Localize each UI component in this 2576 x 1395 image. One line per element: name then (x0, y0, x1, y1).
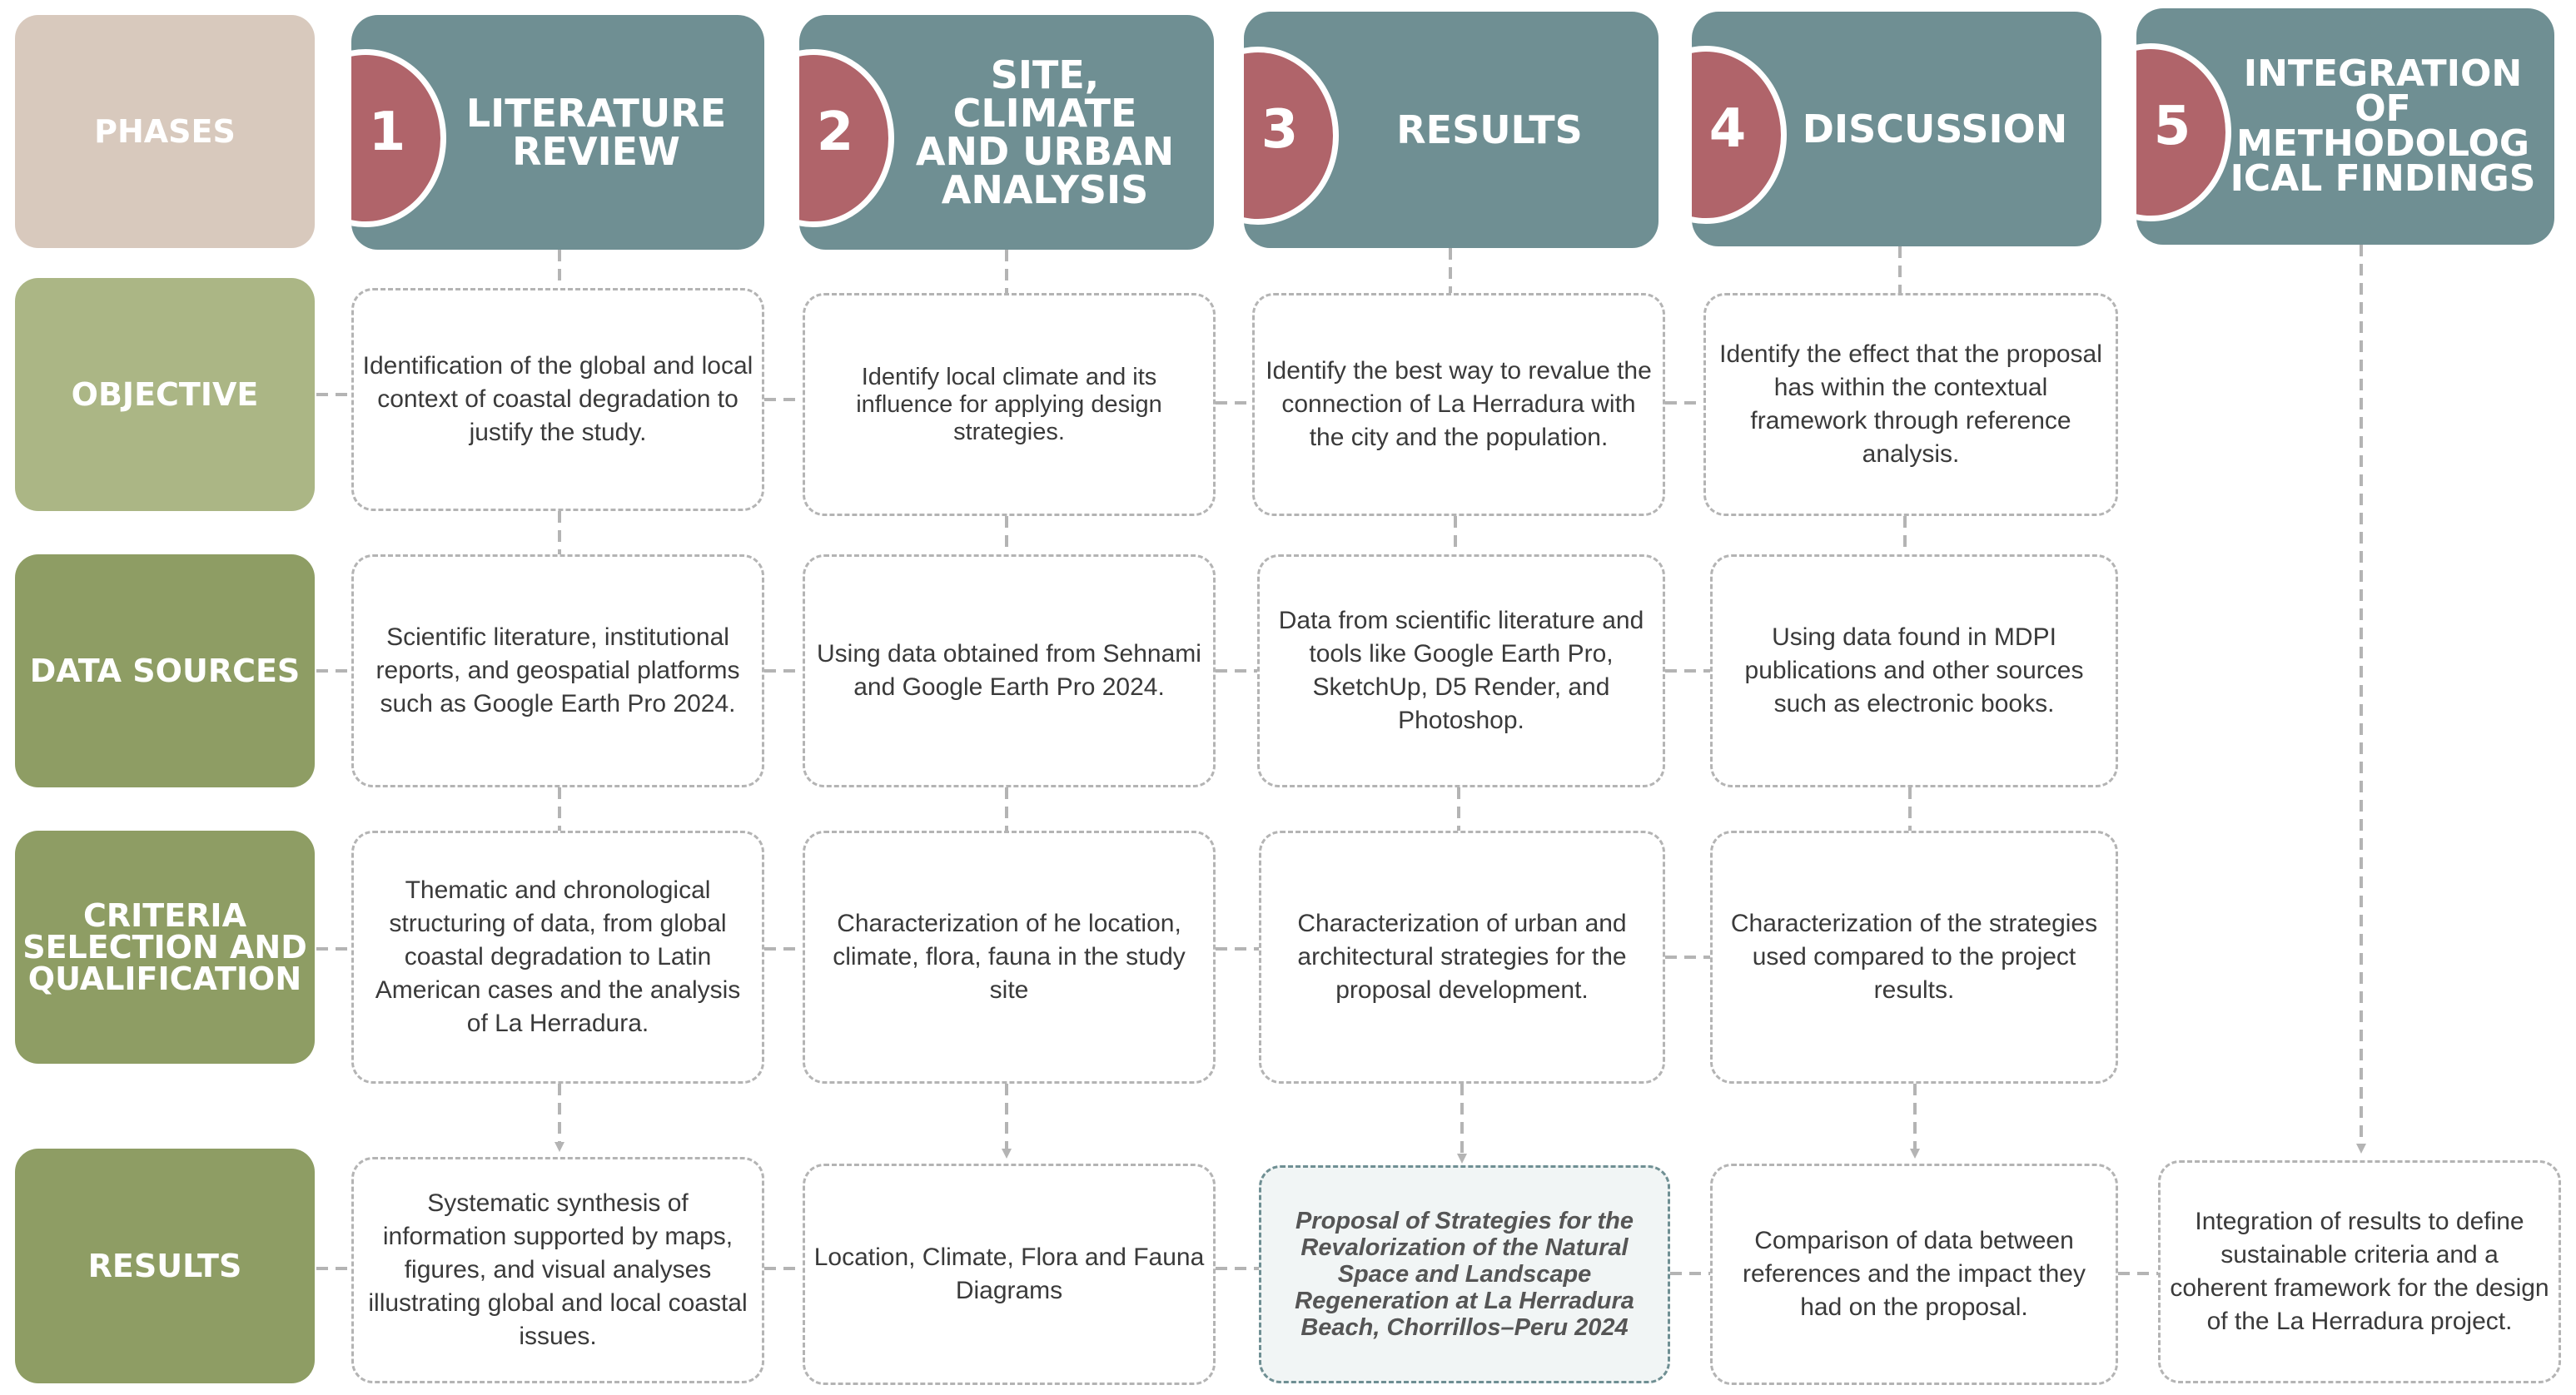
row-label-data-sources-text: DATA SOURCES (29, 653, 301, 689)
result-box-3-proposal: Proposal of Strategies for the Revaloriz… (1259, 1165, 1670, 1383)
phase-number: 3 (1261, 99, 1299, 161)
data-source-box-2: Using data obtained from Sehnami and Goo… (803, 554, 1216, 787)
row-label-objective: OBJECTIVE (15, 278, 315, 511)
phase-title: RESULTS (1396, 107, 1583, 152)
row-label-phases: PHASES (15, 15, 315, 248)
objective-box-3: Identify the best way to revalue the con… (1252, 293, 1665, 516)
objective-box-1: Identification of the global and local c… (351, 288, 764, 511)
result-box-2: Location, Climate, Flora and Fauna Diagr… (803, 1164, 1216, 1385)
phase-number: 4 (1708, 98, 1747, 160)
objective-box-4: Identify the effect that the proposal ha… (1703, 293, 2118, 516)
result-box-4: Comparison of data between references an… (1710, 1164, 2118, 1385)
phase-header-3: 3 RESULTS (1244, 12, 1658, 248)
phase-header-1: 1 LITERATURE REVIEW (351, 15, 764, 250)
criteria-box-4: Characterization of the strategies used … (1710, 831, 2118, 1084)
row-label-criteria-text: CRITERIA SELECTION AND QUALIFICATION (22, 897, 307, 997)
phase-title: DISCUSSION (1802, 107, 2068, 151)
phase-header-2: 2 SITE, CLIMATE AND URBAN ANALYSIS (799, 15, 1214, 250)
row-label-results: RESULTS (15, 1149, 315, 1383)
data-source-box-4: Using data found in MDPI publications an… (1710, 554, 2118, 787)
row-label-criteria: CRITERIA SELECTION AND QUALIFICATION (15, 831, 315, 1064)
phase-header-4: 4 DISCUSSION (1692, 12, 2101, 246)
data-source-box-3: Data from scientific literature and tool… (1257, 554, 1665, 787)
data-source-box-1: Scientific literature, institutional rep… (351, 554, 764, 787)
phase-title: LITERATURE REVIEW (465, 91, 727, 174)
row-label-data-sources: DATA SOURCES (15, 554, 315, 787)
row-label-results-text: RESULTS (87, 1248, 242, 1284)
row-label-phases-text: PHASES (94, 113, 236, 150)
row-label-objective-text: OBJECTIVE (71, 376, 259, 413)
phase-number: 5 (2153, 96, 2191, 157)
criteria-box-1: Thematic and chronological structuring o… (351, 831, 764, 1084)
phase-number: 1 (368, 102, 406, 163)
phase-title: INTEGRATION OF METHODOLOG ICAL FINDINGS (2230, 52, 2536, 200)
phase-number: 2 (816, 102, 854, 163)
criteria-box-3: Characterization of urban and architectu… (1259, 831, 1665, 1084)
result-box-1: Systematic synthesis of information supp… (351, 1157, 764, 1383)
objective-box-2: Identify local climate and its influence… (803, 293, 1216, 516)
phase-title: SITE, CLIMATE AND URBAN ANALYSIS (915, 52, 1175, 212)
criteria-box-2: Characterization of he location, climate… (803, 831, 1216, 1084)
phase-header-5: 5 INTEGRATION OF METHODOLOG ICAL FINDING… (2136, 8, 2554, 245)
result-box-5: Integration of results to define sustain… (2158, 1160, 2561, 1383)
